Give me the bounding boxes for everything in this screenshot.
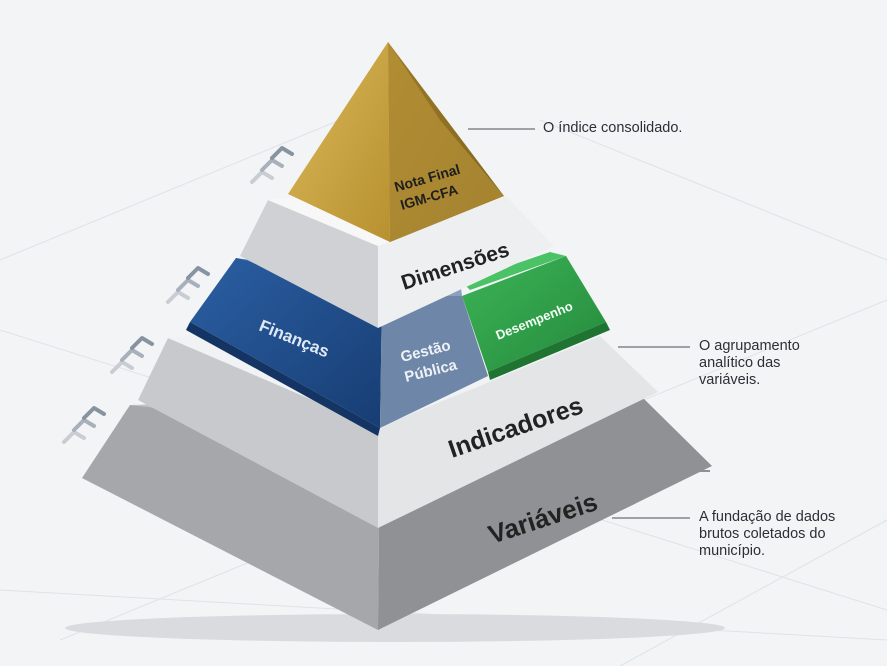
gestao-publica-front-face xyxy=(380,296,488,428)
chevron-group-bottom xyxy=(62,406,106,444)
annotation-top: O índice consolidado. xyxy=(543,120,682,137)
annotation-bottom-line-1: A fundação de dados xyxy=(699,509,836,525)
ascending-chevrons xyxy=(62,146,294,444)
annotation-middle-line-3: variáveis. xyxy=(699,372,761,388)
annotation-bottom-line-3: município. xyxy=(699,543,766,559)
annotation-bottom-line-2: brutos coletados do xyxy=(699,526,826,542)
indicadores-right-face xyxy=(378,336,658,528)
dimensoes-left-face xyxy=(240,200,378,328)
annotation-middle: O agrupamento analítico das variáveis. xyxy=(699,338,800,389)
tier-apex: Nota Final IGM-CFA xyxy=(288,42,504,242)
indicadores-left-face xyxy=(138,338,378,528)
chevron-group-lower xyxy=(110,336,154,374)
chevron-group-upper xyxy=(166,266,210,304)
desempenho-side-face xyxy=(488,322,610,380)
desempenho-front-face xyxy=(462,256,606,372)
annotation-middle-line-1: O agrupamento xyxy=(699,338,800,354)
apex-front-face xyxy=(388,42,504,242)
apex-left-face xyxy=(288,42,390,242)
pyramid-shadow xyxy=(65,614,725,642)
financas-side-face xyxy=(186,322,380,436)
leader-lines xyxy=(468,128,690,519)
annotation-bottom: A fundação de dados brutos coletados do … xyxy=(699,509,835,560)
chevron-group-top xyxy=(250,146,294,184)
annotation-top-line-1: O índice consolidado. xyxy=(543,120,683,136)
annotation-middle-line-2: analítico das xyxy=(699,355,781,371)
desempenho-top-face xyxy=(462,252,566,290)
